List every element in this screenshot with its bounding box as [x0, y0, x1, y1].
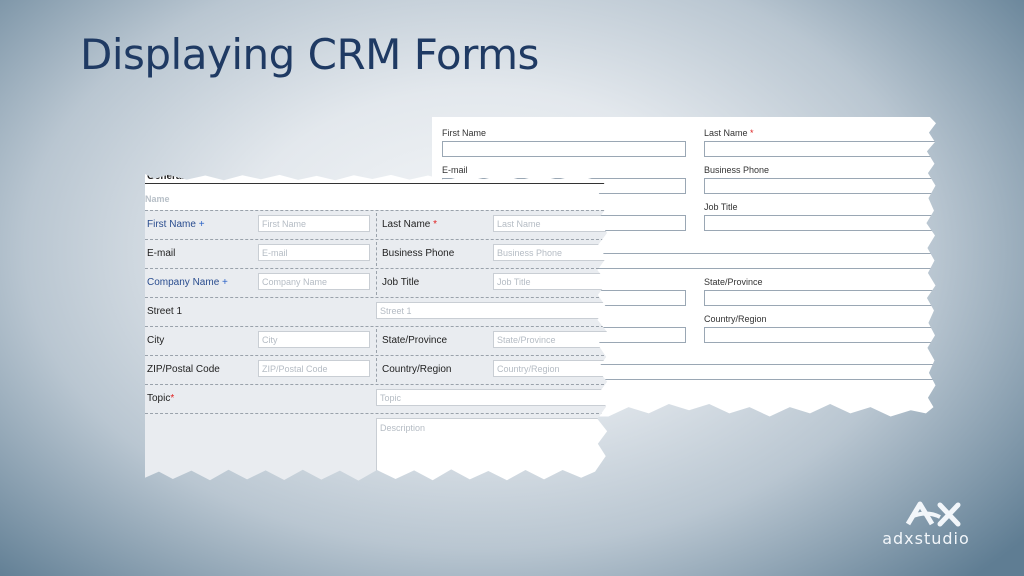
- zip-input[interactable]: ZIP/Postal Code: [258, 360, 370, 377]
- first-name-field: First Name: [442, 128, 686, 157]
- job-title-label: Job Title: [382, 277, 420, 288]
- adxstudio-logo: adxstudio: [878, 500, 974, 550]
- column-divider: [376, 358, 377, 382]
- job-title-field: Job Title: [704, 202, 936, 231]
- column-divider: [376, 213, 377, 237]
- last-name-field: Last Name *: [704, 128, 936, 157]
- form-row: City City State/Province State/Province: [145, 326, 608, 355]
- country-region-input[interactable]: Country/Region: [493, 360, 608, 377]
- country-region-field: Country/Region: [704, 314, 936, 343]
- crm-form-screenshot: General Name First Name + First Name Las…: [145, 171, 608, 481]
- country-region-label: Country/Region: [382, 364, 452, 375]
- section-divider: [145, 183, 608, 184]
- last-name-input[interactable]: [704, 141, 936, 157]
- form-row: E-mail E-mail Business Phone Business Ph…: [145, 239, 608, 268]
- business-phone-label: Business Phone: [382, 248, 455, 259]
- description-textarea[interactable]: Description: [376, 418, 608, 481]
- topic-label: Topic*: [147, 393, 175, 404]
- first-name-label: First Name +: [147, 219, 205, 230]
- email-label: E-mail: [147, 248, 176, 259]
- column-divider: [376, 329, 377, 353]
- business-phone-field: Business Phone: [704, 165, 936, 194]
- business-phone-input[interactable]: [704, 178, 936, 194]
- form-row: Company Name + Company Name Job Title Jo…: [145, 268, 608, 297]
- state-province-label: State/Province: [382, 335, 448, 346]
- topic-input[interactable]: Topic: [376, 389, 608, 406]
- description-row: Description: [145, 413, 608, 481]
- form-row: ZIP/Postal Code ZIP/Postal Code Country/…: [145, 355, 608, 384]
- state-province-field: State/Province: [704, 277, 936, 306]
- required-marker: *: [170, 393, 175, 404]
- state-province-input[interactable]: [704, 290, 936, 306]
- name-section-header: Name: [145, 194, 170, 204]
- recommended-marker: +: [222, 277, 228, 288]
- logo-text: adxstudio: [882, 529, 970, 548]
- email-label: E-mail: [442, 165, 468, 175]
- adx-logo-mark: [905, 501, 961, 527]
- form-row: First Name + First Name Last Name * Last…: [145, 210, 608, 239]
- last-name-input[interactable]: Last Name: [493, 215, 608, 232]
- form-row: Topic* Topic: [145, 384, 608, 413]
- job-title-input[interactable]: [704, 215, 936, 231]
- first-name-label: First Name: [442, 128, 487, 138]
- country-region-label: Country/Region: [704, 314, 767, 324]
- last-name-label: Last Name *: [382, 219, 438, 230]
- street-label: Street 1: [147, 306, 183, 317]
- column-divider: [376, 271, 377, 295]
- company-name-label: Company Name +: [147, 277, 228, 288]
- company-name-input[interactable]: Company Name: [258, 273, 370, 290]
- job-title-input[interactable]: Job Title: [493, 273, 608, 290]
- job-title-label: Job Title: [704, 202, 738, 212]
- required-marker: *: [433, 219, 438, 230]
- slide-title: Displaying CRM Forms: [80, 30, 539, 79]
- business-phone-label: Business Phone: [704, 165, 770, 175]
- street-input[interactable]: Street 1: [376, 302, 608, 319]
- first-name-input[interactable]: First Name: [258, 215, 370, 232]
- required-marker: *: [750, 128, 754, 138]
- last-name-label: Last Name *: [704, 128, 754, 138]
- city-label: City: [147, 335, 165, 346]
- city-input[interactable]: City: [258, 331, 370, 348]
- first-name-input[interactable]: [442, 141, 686, 157]
- section-title: General: [147, 171, 185, 182]
- form-row: Street 1 Street 1: [145, 297, 608, 326]
- column-divider: [376, 242, 377, 266]
- state-province-input[interactable]: State/Province: [493, 331, 608, 348]
- state-province-label: State/Province: [704, 277, 763, 287]
- email-input[interactable]: E-mail: [258, 244, 370, 261]
- country-region-input[interactable]: [704, 327, 936, 343]
- recommended-marker: +: [198, 219, 205, 230]
- zip-label: ZIP/Postal Code: [147, 364, 220, 375]
- business-phone-input[interactable]: Business Phone: [493, 244, 608, 261]
